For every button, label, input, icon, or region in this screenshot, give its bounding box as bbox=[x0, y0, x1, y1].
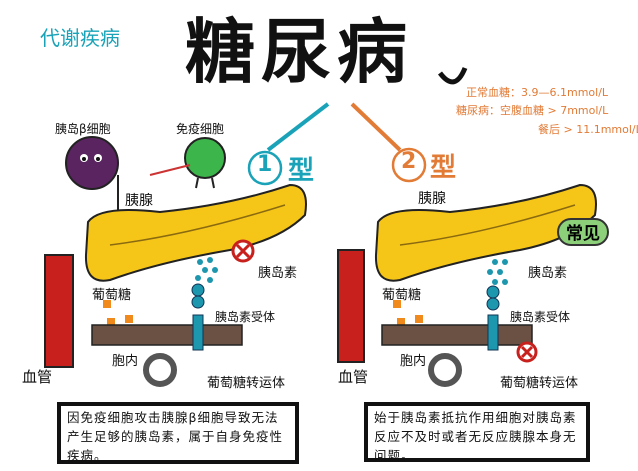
common-badge: 常见 bbox=[557, 218, 609, 246]
insulin-label: 胰岛素 bbox=[528, 266, 568, 281]
blood-vessel-icon bbox=[44, 254, 74, 368]
receptor-label: 胰岛素受体 bbox=[510, 310, 571, 324]
pancreas-label: 胰腺 bbox=[418, 191, 446, 207]
intracellular-label: 胞内 bbox=[112, 354, 139, 369]
cell-membrane bbox=[91, 324, 243, 346]
page-title: 糖尿病 bbox=[185, 10, 413, 93]
glucose-label: 葡萄糖 bbox=[382, 288, 422, 303]
type2-description: 始于胰岛素抵抗作用细胞对胰岛素反应不及时或者无反应胰腺本身无问题。 bbox=[364, 402, 590, 463]
immune-cell-label: 免疫细胞 bbox=[176, 122, 225, 136]
vessel-label: 血管 bbox=[22, 368, 53, 386]
pancreas-label: 胰腺 bbox=[125, 193, 153, 209]
glucose-transporter-icon bbox=[428, 353, 462, 387]
intracellular-label: 胞内 bbox=[400, 354, 427, 369]
normal-glucose: 正常血糖：3.9—6.1mmol/L bbox=[466, 86, 609, 99]
type1-label: 型 bbox=[288, 156, 315, 186]
transporter-label: 葡萄糖转运体 bbox=[500, 376, 579, 391]
receptor-label: 胰岛素受体 bbox=[215, 310, 276, 324]
glucose-transporter-icon bbox=[143, 353, 177, 387]
type2-circle bbox=[391, 147, 427, 183]
type1-circle bbox=[247, 150, 283, 186]
type1-description: 因免疫细胞攻击胰腺β细胞导致无法产生足够的胰岛素，属于自身免疫性疾病。 bbox=[57, 402, 299, 464]
fasting-glucose: 糖尿病：空腹血糖 > 7mmol/L bbox=[456, 104, 609, 117]
type1-connector bbox=[266, 102, 330, 152]
beta-cell-icon bbox=[65, 136, 119, 190]
vessel-label: 血管 bbox=[338, 368, 369, 386]
blood-vessel-icon bbox=[337, 249, 365, 363]
category-label: 代谢疾病 bbox=[40, 26, 120, 50]
after-meal-glucose: 餐后 > 11.1mmol/L bbox=[538, 123, 638, 136]
insulin-label: 胰岛素 bbox=[258, 266, 298, 281]
pancreas-icon bbox=[374, 183, 597, 282]
type1-number: 1 bbox=[257, 152, 273, 177]
beta-cell-label: 胰岛β细胞 bbox=[55, 122, 111, 136]
type1-scene bbox=[44, 136, 307, 387]
cell-membrane bbox=[381, 324, 533, 346]
type2-label: 型 bbox=[430, 153, 457, 183]
insulin-receptor-icon bbox=[486, 285, 500, 351]
insulin-receptor-icon bbox=[191, 283, 205, 351]
immune-cell-icon bbox=[184, 137, 226, 179]
transporter-label: 葡萄糖转运体 bbox=[207, 376, 286, 391]
type2-number: 2 bbox=[401, 149, 417, 174]
glucose-label: 葡萄糖 bbox=[92, 288, 132, 303]
pancreas-icon bbox=[84, 183, 307, 282]
type2-connector bbox=[350, 102, 402, 152]
type2-scene bbox=[337, 183, 597, 387]
